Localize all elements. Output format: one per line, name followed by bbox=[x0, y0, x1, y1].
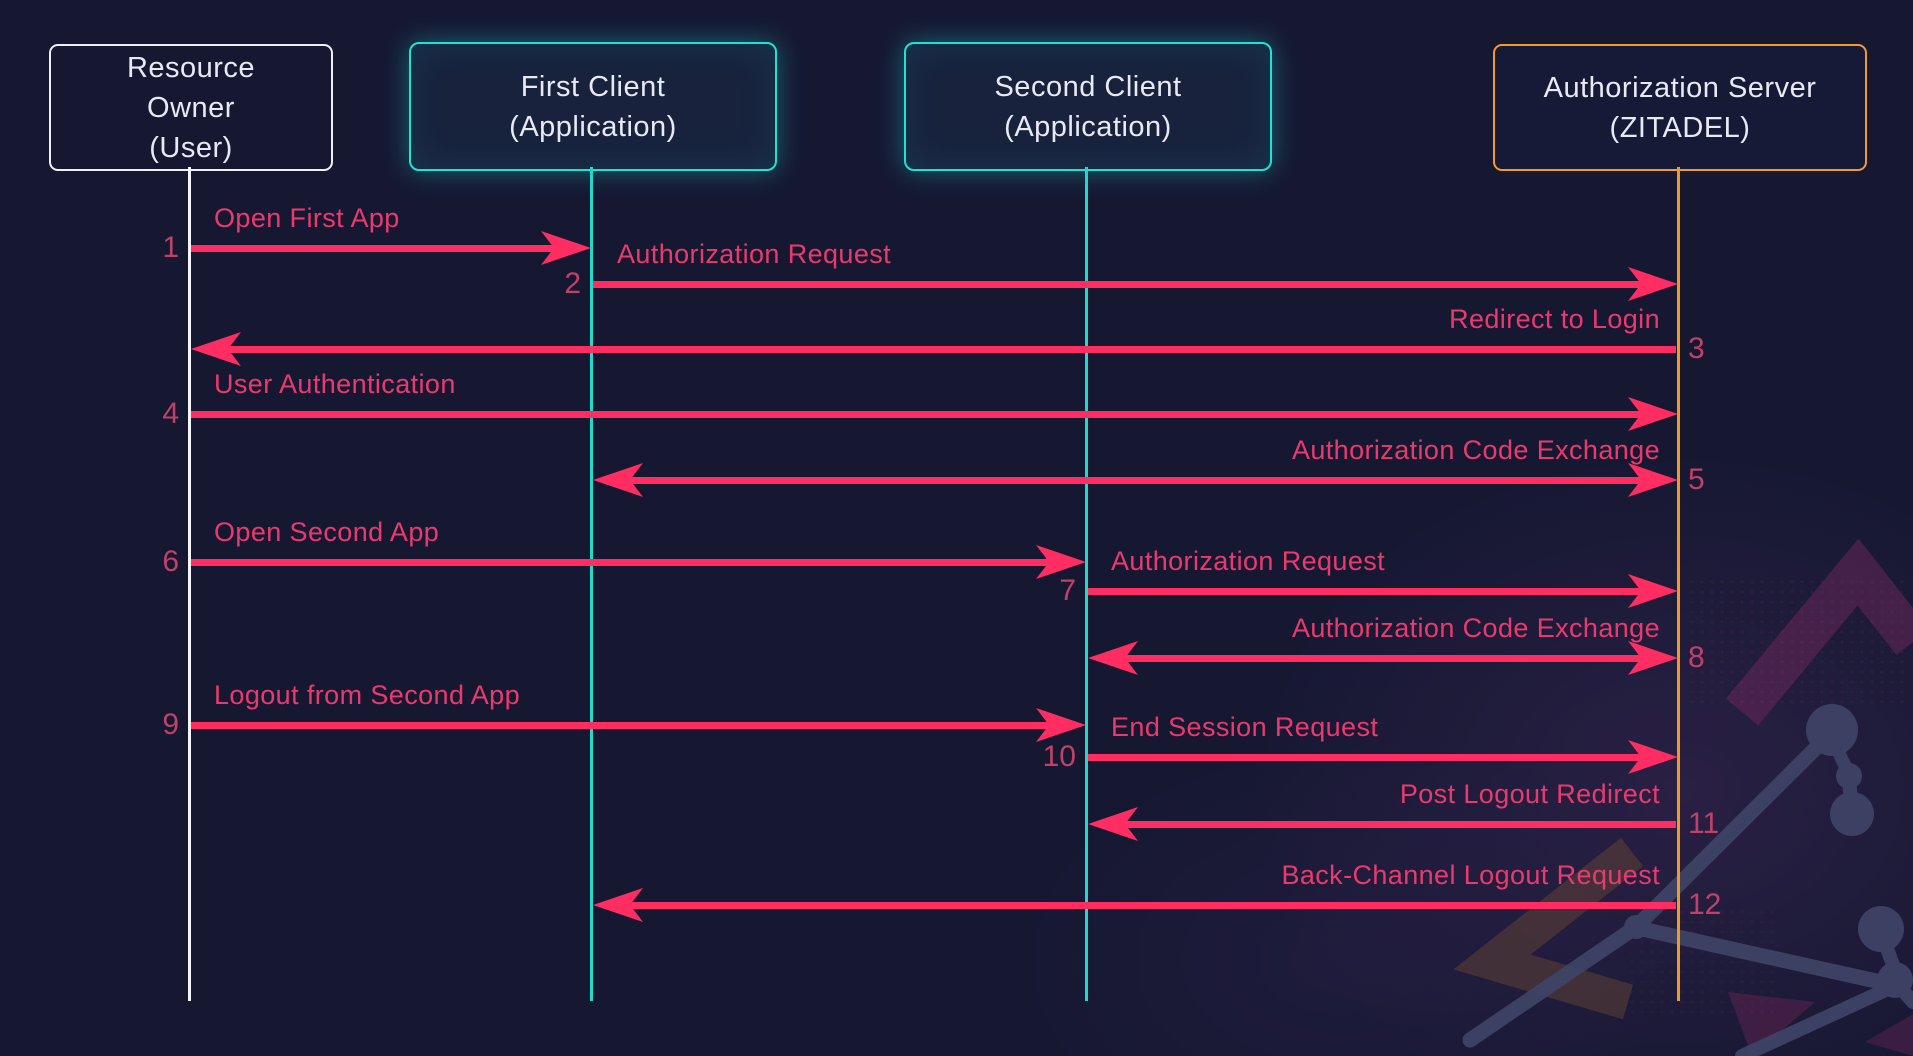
message-12-number: 12 bbox=[1688, 888, 1722, 921]
message-9-number: 9 bbox=[162, 708, 179, 741]
message-1-label: Open First App bbox=[214, 203, 400, 233]
actor-box-first-client: First Client (Application) bbox=[409, 42, 777, 171]
message-4-label: User Authentication bbox=[214, 369, 456, 399]
actor-box-authorization-server: Authorization Server (ZITADEL) bbox=[1493, 44, 1867, 171]
message-6-arrow bbox=[191, 559, 1050, 566]
actor-title: Resource bbox=[126, 51, 256, 84]
message-2-label: Authorization Request bbox=[617, 239, 892, 269]
actor-title: First Client bbox=[520, 70, 666, 103]
message-10-arrow bbox=[1088, 754, 1642, 761]
message-10-label: End Session Request bbox=[1111, 712, 1379, 742]
lifeline-first-client bbox=[590, 167, 593, 1001]
message-4-number: 4 bbox=[162, 397, 179, 430]
message-11-number: 11 bbox=[1688, 807, 1720, 840]
actor-subtitle: (User) bbox=[149, 131, 233, 164]
message-12-arrow bbox=[629, 902, 1676, 909]
actor-subtitle: (ZITADEL) bbox=[1609, 111, 1751, 144]
message-8-arrow bbox=[1124, 655, 1642, 662]
lifeline-authorization-server bbox=[1677, 167, 1680, 1001]
message-1-number: 1 bbox=[162, 231, 179, 264]
lifeline-second-client bbox=[1085, 167, 1088, 1001]
actor-box-second-client: Second Client (Application) bbox=[904, 42, 1272, 171]
message-4-arrow bbox=[191, 411, 1642, 418]
actor-title: Second Client bbox=[994, 70, 1182, 103]
message-12-label: Back-Channel Logout Request bbox=[1281, 860, 1660, 890]
message-5-label: Authorization Code Exchange bbox=[1291, 435, 1660, 465]
message-5-arrow bbox=[629, 477, 1642, 484]
message-7-number: 7 bbox=[1059, 574, 1076, 607]
message-11-label: Post Logout Redirect bbox=[1399, 779, 1660, 809]
actor-subtitle: (Application) bbox=[509, 110, 677, 143]
message-1-arrow bbox=[191, 245, 555, 252]
message-3-number: 3 bbox=[1688, 332, 1705, 365]
actor-title: Owner bbox=[147, 91, 235, 124]
message-5-number: 5 bbox=[1688, 463, 1705, 496]
message-2-arrow bbox=[593, 281, 1642, 288]
message-11-arrow bbox=[1124, 821, 1676, 828]
message-9-arrow bbox=[191, 722, 1050, 729]
message-7-arrow bbox=[1088, 588, 1642, 595]
actor-title: Authorization Server bbox=[1543, 71, 1817, 104]
lifeline-resource-owner bbox=[188, 167, 191, 1001]
message-8-number: 8 bbox=[1688, 641, 1705, 674]
message-3-label: Redirect to Login bbox=[1449, 304, 1660, 334]
message-3-arrow bbox=[227, 346, 1676, 353]
message-2-number: 2 bbox=[564, 267, 581, 300]
message-9-label: Logout from Second App bbox=[214, 680, 521, 710]
message-6-label: Open Second App bbox=[214, 517, 440, 547]
message-6-number: 6 bbox=[162, 545, 179, 578]
message-8-label: Authorization Code Exchange bbox=[1291, 613, 1660, 643]
actor-box-resource-owner: Resource Owner (User) bbox=[49, 44, 333, 171]
message-10-number: 10 bbox=[1042, 740, 1076, 773]
message-7-label: Authorization Request bbox=[1111, 546, 1386, 576]
actor-subtitle: (Application) bbox=[1004, 110, 1172, 143]
